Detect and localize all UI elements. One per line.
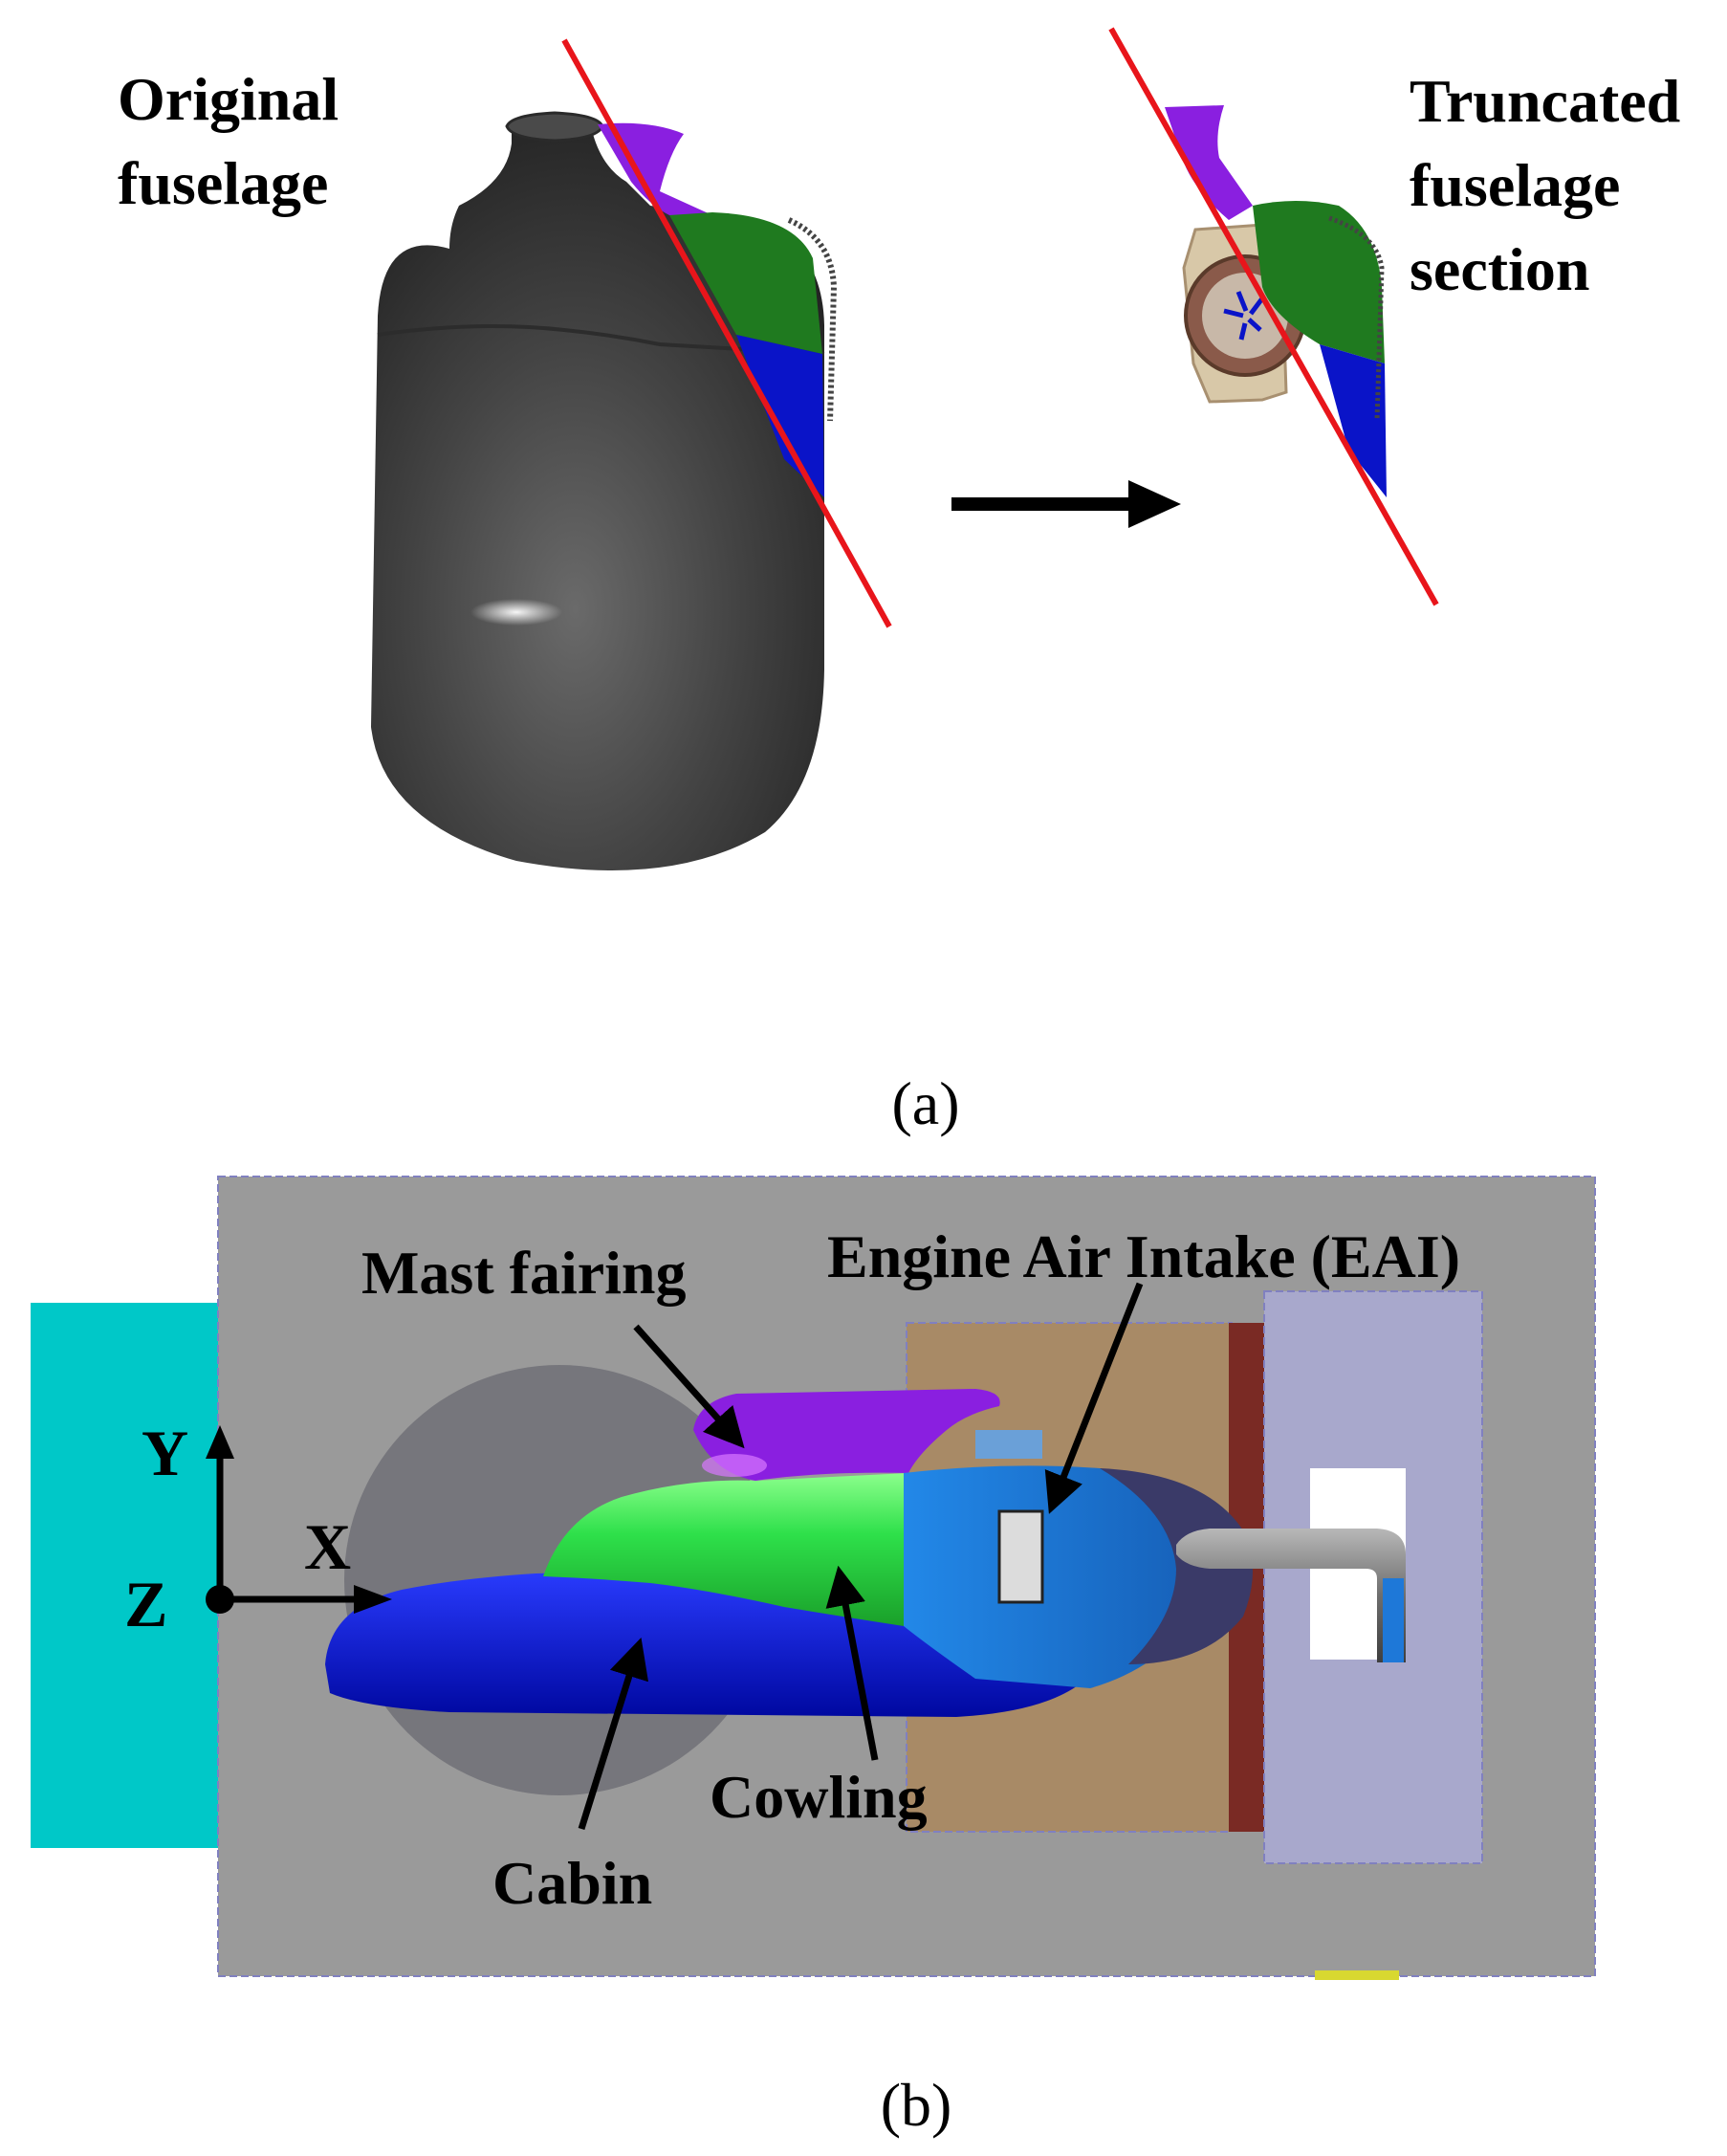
exhaust-pipe bbox=[1176, 1529, 1406, 1662]
label-truncated-line2: fuselage bbox=[1410, 151, 1620, 219]
axis-label-z: Z bbox=[124, 1568, 167, 1640]
truncated-rim bbox=[1328, 215, 1385, 422]
original-fuselage bbox=[371, 38, 892, 870]
eai-window bbox=[997, 1509, 1044, 1604]
arrow-cabin bbox=[578, 1637, 649, 1831]
label-mast-fairing: Mast fairing bbox=[361, 1239, 687, 1307]
label-cabin: Cabin bbox=[492, 1849, 652, 1917]
fuselage-rim bbox=[787, 217, 838, 422]
transform-arrow-head bbox=[1128, 480, 1181, 528]
cut-line-original bbox=[561, 38, 892, 628]
truncated-fan-blades bbox=[1223, 291, 1264, 341]
inlet-block bbox=[31, 1303, 222, 1848]
x-axis-head bbox=[354, 1585, 392, 1614]
fuselage-cowling-part bbox=[669, 212, 822, 354]
axis-label-y: Y bbox=[142, 1417, 188, 1489]
truncated-fuselage bbox=[1108, 27, 1439, 606]
truncated-mast-part bbox=[1165, 105, 1253, 220]
coordinate-axes bbox=[206, 1425, 392, 1614]
fuselage-cabin-part bbox=[736, 335, 824, 497]
nose-cone bbox=[1100, 1468, 1253, 1664]
label-truncated-line3: section bbox=[1410, 235, 1589, 303]
mast-fairing bbox=[693, 1389, 1000, 1481]
cut-line-truncated bbox=[1108, 27, 1439, 606]
label-eai: Engine Air Intake (EAI) bbox=[827, 1222, 1460, 1290]
fuselage-highlight bbox=[470, 599, 562, 626]
mast-fairing-highlight bbox=[702, 1454, 767, 1477]
fuselage-neck-ring bbox=[505, 111, 604, 143]
fuselage-mast-part bbox=[598, 122, 712, 215]
arrow-mast-fairing bbox=[633, 1324, 745, 1449]
arrow-cowling bbox=[825, 1565, 879, 1761]
exhaust-pipe-blue-end bbox=[1383, 1578, 1404, 1662]
label-cowling: Cowling bbox=[710, 1763, 928, 1831]
label-original-line2: fuselage bbox=[118, 149, 328, 217]
caption-a: (a) bbox=[891, 1069, 959, 1137]
fuselage-body bbox=[371, 124, 824, 870]
truncated-cabin-part bbox=[1320, 344, 1387, 497]
z-axis-origin bbox=[206, 1585, 234, 1614]
label-truncated-line1: Truncated bbox=[1410, 67, 1680, 135]
arrow-eai bbox=[1044, 1282, 1144, 1514]
truncated-cowling-part bbox=[1253, 201, 1385, 363]
panel-b: Y X Z Mast fairing Engine Air Intake (EA… bbox=[31, 1176, 1596, 2139]
fuselage-shoulder bbox=[377, 324, 825, 356]
axis-label-x: X bbox=[304, 1510, 351, 1583]
caption-b: (b) bbox=[881, 2071, 952, 2139]
intake-top-block bbox=[975, 1430, 1042, 1459]
label-original-line1: Original bbox=[118, 65, 339, 133]
yellow-strip bbox=[1315, 1970, 1399, 1980]
cowling bbox=[543, 1473, 908, 1626]
engine-air-intake-section bbox=[904, 1465, 1202, 1688]
panel-a: Original fuselage Truncated fuselage sec… bbox=[118, 27, 1680, 1137]
y-axis-head bbox=[206, 1425, 234, 1459]
